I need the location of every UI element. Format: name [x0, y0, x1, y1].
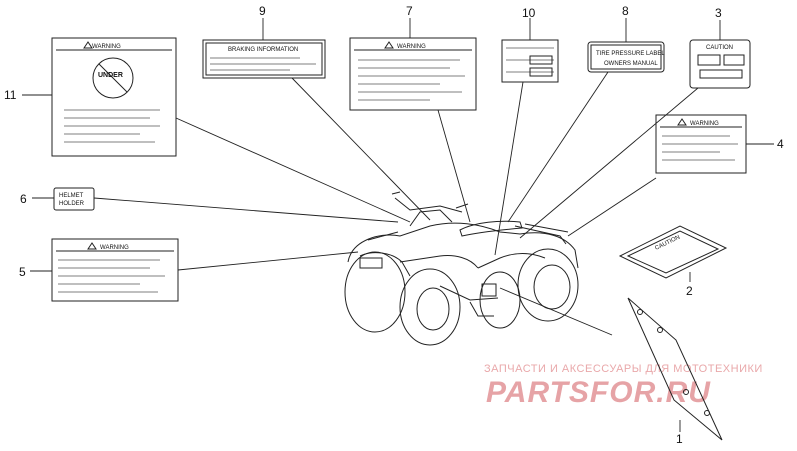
- atv-illustration: [344, 191, 579, 346]
- label-3-caution: CAUTION: [689, 39, 751, 89]
- label-11-warning-under: WARNING UNDER: [51, 37, 177, 157]
- warning-triangle-icon: [83, 41, 93, 49]
- label-9-text: BRAKING INFORMATION: [228, 47, 298, 53]
- label-5-warning: WARNING: [51, 238, 179, 302]
- warning-triangle-icon: [87, 242, 97, 250]
- watermark-brand: PARTSFOR.RU: [486, 376, 711, 409]
- callout-11: 11: [4, 88, 17, 102]
- callout-4: 4: [777, 137, 784, 151]
- label-2-caution-plate: CAUTION: [618, 225, 728, 279]
- part-1-plate: [627, 297, 723, 441]
- callout-6: 6: [20, 192, 27, 206]
- label-3-text: CAUTION: [706, 45, 733, 51]
- watermark-subtitle: ЗАПЧАСТИ И АКСЕССУАРЫ ДЛЯ МОТОТЕХНИКИ: [484, 363, 763, 375]
- warning-triangle-icon: [384, 41, 394, 49]
- label-6-text-2: HOLDER: [59, 201, 85, 207]
- label-8-text-2: OWNERS MANUAL: [604, 61, 658, 67]
- callout-1: 1: [676, 432, 683, 446]
- callout-5: 5: [19, 265, 26, 279]
- callout-9: 9: [259, 4, 266, 18]
- callouts: 1 2 3 4 5 6 7 8 9 10 11: [4, 4, 784, 446]
- callout-8: 8: [622, 4, 629, 18]
- callout-2: 2: [686, 284, 693, 298]
- watermark: ЗАПЧАСТИ И АКСЕССУАРЫ ДЛЯ МОТОТЕХНИКИ PA…: [484, 363, 763, 409]
- label-6-text-1: HELMET: [59, 193, 84, 199]
- callout-10: 10: [522, 6, 536, 20]
- label-4-warning: WARNING: [655, 114, 747, 174]
- callout-3: 3: [715, 6, 722, 20]
- label-6-helmet-holder: HELMET HOLDER: [53, 187, 95, 211]
- label-8-tire-pressure: TIRE PRESSURE LABEL OWNERS MANUAL: [587, 41, 665, 73]
- callout-7: 7: [406, 4, 413, 18]
- label-11-warning-text: WARNING: [92, 44, 121, 50]
- label-7-warning: WARNING: [349, 37, 477, 111]
- label-5-warning-text: WARNING: [100, 245, 129, 251]
- label-8-text-1: TIRE PRESSURE LABEL: [596, 51, 665, 57]
- label-4-warning-text: WARNING: [690, 121, 719, 127]
- label-11-under-text: UNDER: [98, 72, 123, 79]
- label-10: [501, 39, 559, 83]
- label-9-braking-information: BRAKING INFORMATION: [202, 39, 326, 79]
- leader-lines: [22, 18, 774, 432]
- warning-triangle-icon: [677, 118, 687, 126]
- no-riders-under-icon: [92, 57, 134, 99]
- label-7-warning-text: WARNING: [397, 44, 426, 50]
